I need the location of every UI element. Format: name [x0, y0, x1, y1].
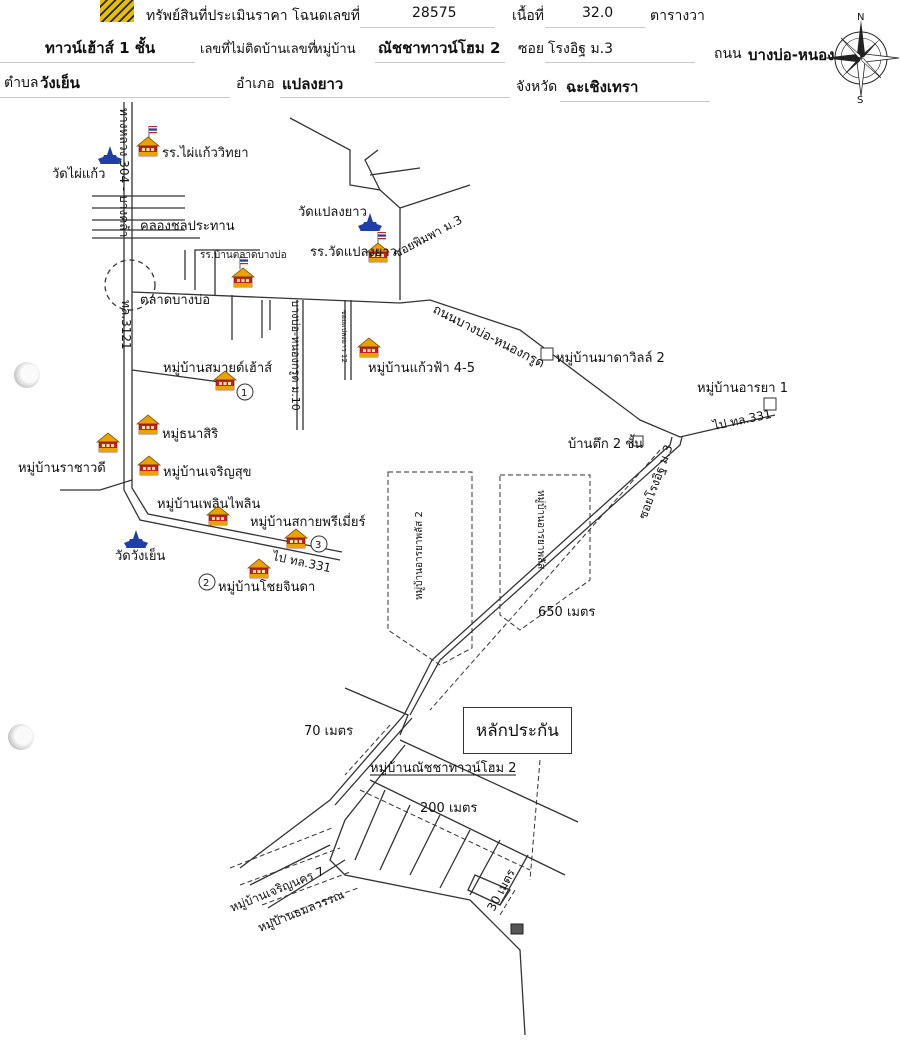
circle-label-1: 1: [241, 388, 247, 399]
label-soi-phimpha: ซอยพิมพา ม.3: [391, 213, 465, 261]
thai-flag-icon: [148, 125, 158, 139]
punch-hole-lower: [8, 724, 34, 750]
label-school-phaikaew: รร.ไผ่แก้ววิทยา: [162, 145, 249, 161]
soi-label: ซอย: [518, 41, 545, 57]
province-value: ฉะเชิงเทรา: [566, 78, 639, 96]
village-value: ณัชชาทาวน์โฮม 2: [378, 39, 501, 57]
building-type: ทาวน์เฮ้าส์ 1 ชั้น: [45, 39, 156, 57]
araya-marker: [763, 397, 777, 411]
label-chaiyajinda: หมู่บ้านโชยจินดา: [218, 579, 315, 595]
circle-marker-2: [198, 573, 216, 591]
label-rachawadee: หมู่บ้านราชาวดี: [18, 460, 106, 476]
circle-marker-3: [310, 535, 328, 553]
circle-label-3: 3: [315, 540, 321, 551]
temple-icon: [124, 530, 148, 548]
row3-underline-b: [280, 97, 510, 98]
compass-south-label: S: [857, 95, 863, 106]
label-madaville: หมู่บ้านมาดาวิลล์ 2: [556, 350, 665, 366]
subdistrict-label: ตำบล: [4, 75, 39, 91]
deed-number: 28575: [412, 5, 457, 21]
label-sakai: หมู่บ้านสกายพรีเมี่ยร์: [250, 513, 365, 530]
label-highway-3121: ทล.3121: [119, 300, 133, 350]
subdistrict-value: วังเย็น: [40, 74, 80, 92]
label-canal: คลองชลประทาน: [140, 219, 235, 234]
area-value: 32.0: [582, 5, 614, 21]
row3-underline-a: [0, 97, 230, 98]
collateral-callout: หลักประกัน: [463, 707, 572, 754]
label-road-small: ซอยแปลงยาว 12: [340, 310, 348, 363]
school-icon: [231, 267, 255, 288]
road-value: บางบ่อ-หนอง: [748, 46, 835, 64]
collateral-parcel-marker: [510, 923, 524, 935]
label-plernplern: หมู่บ้านเพลินไพลิน: [157, 496, 261, 512]
compass-north-label: N: [857, 12, 864, 23]
school-icon: [96, 432, 120, 453]
label-thanasiri: หมู่ธนาสิริ: [162, 427, 218, 442]
row2-underline-c: [545, 62, 695, 63]
province-label: จังหวัด: [516, 79, 558, 95]
label-school-talad: รร.บ้านตลาดบางบ่อ: [200, 249, 287, 261]
label-smart-house: หมู่บ้านสมายด์เฮ้าส์: [163, 360, 272, 376]
row2-underline-b: [375, 62, 505, 63]
school-icon: [137, 455, 161, 476]
row3-underline-c: [560, 101, 710, 102]
soi-value: โรงอิฐ ม.3: [548, 41, 614, 57]
label-dist-650: 650 เมตร: [538, 605, 595, 620]
property-label: ทรัพย์สินที่ประเมินราคา โฉนดเลขที่: [146, 8, 360, 24]
label-soi-rongit: ซอยโรงอิฐ ม.3: [636, 443, 676, 521]
thai-flag-icon: [377, 231, 387, 245]
label-to-331-left: ไป ทล.331: [270, 549, 332, 575]
label-kaewfa: หมู่บ้านแก้วฟ้า 4-5: [368, 361, 475, 376]
area-label: เนื้อที่: [512, 8, 544, 24]
school-icon: [247, 558, 271, 579]
label-dist-200: 200 เมตร: [420, 801, 477, 816]
road-network: [60, 102, 776, 1036]
label-shophouse: บ้านตึก 2 ชั้น: [568, 434, 643, 452]
madaville-marker: [540, 347, 554, 361]
school-icon: [136, 136, 160, 157]
label-charoensuk: หมู่บ้านเจริญสุข: [163, 465, 252, 480]
circle-label-2: 2: [203, 578, 209, 589]
label-natcha-village: หมู่บ้านณัชชาทาวน์โฮม 2: [370, 760, 517, 776]
house-number: เลขที่ไม่ติดบ้านเลขที่: [200, 42, 317, 57]
label-wat-phaikaew: วัดไผ่แก้ว: [52, 166, 105, 182]
label-araya: หมู่บ้านอารยา 1: [697, 381, 788, 396]
label-araya-park-2: หมู่บ้านอารยาพลัส 2: [413, 511, 425, 600]
label-wat-plaengyao: วัดแปลงยาว: [298, 205, 367, 220]
school-icon: [357, 337, 381, 358]
label-school-wat: รร.วัดแปลงยาว: [310, 245, 397, 260]
label-market: ตลาดบางบ่อ: [140, 293, 210, 308]
circle-marker-1: [236, 383, 254, 401]
road-label: ถนน: [714, 46, 742, 62]
legend-hatch-swatch: [100, 0, 134, 22]
village-label: หมู่บ้าน: [314, 42, 356, 57]
label-dist-70: 70 เมตร: [304, 724, 353, 739]
district-label: อำเภอ: [236, 76, 275, 92]
label-araya-park: หมู่บ้านอารยาพลัส: [535, 490, 547, 569]
school-icon: [284, 528, 308, 549]
label-to-331-right: ไป ทล.331: [711, 407, 773, 433]
shophouse-marker: [632, 435, 644, 447]
compass-rose-icon: [823, 20, 900, 97]
label-wat-wangyen: วัดวังเย็น: [115, 546, 165, 564]
label-dist-30: 30 เมตร: [484, 866, 518, 913]
school-icon: [136, 414, 160, 435]
label-road-side: บางบ่อ-หนองกรูด ม.10: [289, 300, 302, 411]
area-unit: ตารางวา: [650, 8, 705, 24]
area-underline: [545, 27, 645, 28]
deed-underline: [360, 27, 495, 28]
row2-underline-a: [0, 62, 195, 63]
label-highway-304: ทางหลวง 304 - บางคล้า: [117, 108, 131, 237]
district-value: แปลงยาว: [282, 75, 344, 93]
punch-hole-upper: [14, 362, 40, 388]
